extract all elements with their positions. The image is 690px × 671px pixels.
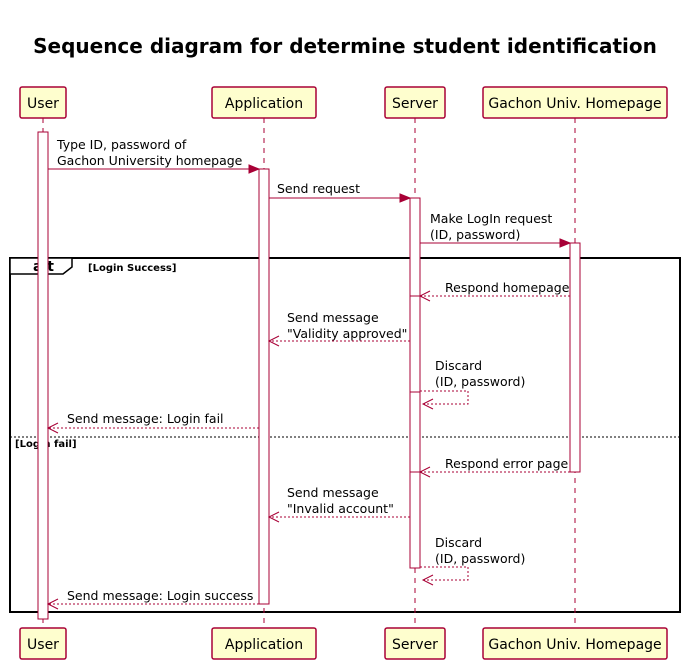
participant-label: User [27, 96, 59, 112]
message-5: Send message"Validity approved" [267, 310, 410, 347]
message-label: "Invalid account" [287, 501, 394, 516]
participant-label: User [27, 637, 59, 653]
message-7: Send message: Login fail [46, 411, 259, 434]
participant-label: Application [225, 96, 303, 112]
arrowhead [418, 466, 431, 478]
message-label: Type ID, password of [56, 137, 187, 152]
message-11: Send message: Login success [46, 588, 259, 610]
activation-user [37, 131, 49, 620]
message-label: Send message [287, 485, 379, 500]
message-label: Send message: Login success [67, 588, 253, 603]
message-label: Gachon University homepage [57, 153, 243, 168]
participant-user-bottom: User [19, 627, 67, 660]
participant-home-bottom: Gachon Univ. Homepage [482, 627, 668, 660]
participant-home-top: Gachon Univ. Homepage [482, 86, 668, 119]
message-label: (ID, password) [435, 551, 525, 566]
message-label: "Validity approved" [287, 326, 407, 341]
activation-server [409, 295, 421, 393]
arrowhead [46, 598, 59, 610]
participant-box [384, 627, 446, 660]
participant-label: Application [225, 637, 303, 653]
message-label: (ID, password) [435, 374, 525, 389]
arrowhead [421, 574, 434, 586]
participant-app-bottom: Application [211, 627, 317, 660]
participant-box [384, 86, 446, 119]
message-2: Send request [269, 181, 412, 203]
participant-user-top: User [19, 86, 67, 119]
activation-home [569, 242, 581, 473]
message-line [420, 566, 469, 581]
message-3: Make LogIn request(ID, password) [420, 211, 572, 248]
participant-app-top: Application [211, 86, 317, 119]
message-4: Respond homepage [418, 280, 570, 302]
message-label: Send request [277, 181, 360, 196]
activation-server [409, 471, 421, 569]
participants: UserUserApplicationApplicationServerServ… [19, 86, 668, 660]
participant-server-top: Server [384, 86, 446, 119]
participant-box [211, 86, 317, 119]
fragment-frame [9, 257, 681, 613]
message-label: Discard [435, 358, 482, 373]
arrowhead [248, 164, 261, 174]
participant-box [211, 627, 317, 660]
participant-label: Server [392, 96, 438, 112]
fragment-guard: [Login Success] [88, 263, 176, 274]
participant-box [482, 86, 668, 119]
participant-label: Gachon Univ. Homepage [488, 637, 661, 653]
participant-box [19, 86, 67, 119]
participant-box [19, 627, 67, 660]
arrowhead [46, 422, 59, 434]
message-9: Send message"Invalid account" [267, 485, 410, 523]
participant-label: Gachon Univ. Homepage [488, 96, 661, 112]
arrowhead [267, 511, 280, 523]
message-label: (ID, password) [430, 227, 520, 242]
participant-server-bottom: Server [384, 627, 446, 660]
message-label: Respond homepage [445, 280, 570, 295]
message-8: Respond error page [418, 456, 570, 478]
message-label: Make LogIn request [430, 211, 552, 226]
arrowhead [421, 398, 434, 410]
activation-app [258, 168, 270, 605]
message-6: Discard(ID, password) [420, 358, 525, 410]
arrowhead [559, 238, 572, 248]
arrowhead [267, 335, 280, 347]
arrowhead [399, 193, 412, 203]
participant-label: Server [392, 637, 438, 653]
message-label: Respond error page [445, 456, 569, 471]
message-label: Send message: Login fail [67, 411, 224, 426]
message-line [420, 390, 469, 405]
message-label: Send message [287, 310, 379, 325]
participant-box [482, 627, 668, 660]
message-10: Discard(ID, password) [420, 535, 525, 586]
message-label: Discard [435, 535, 482, 550]
activation-bars [37, 131, 581, 620]
diagram-title: Sequence diagram for determine student i… [33, 34, 657, 58]
arrowhead [418, 290, 431, 302]
